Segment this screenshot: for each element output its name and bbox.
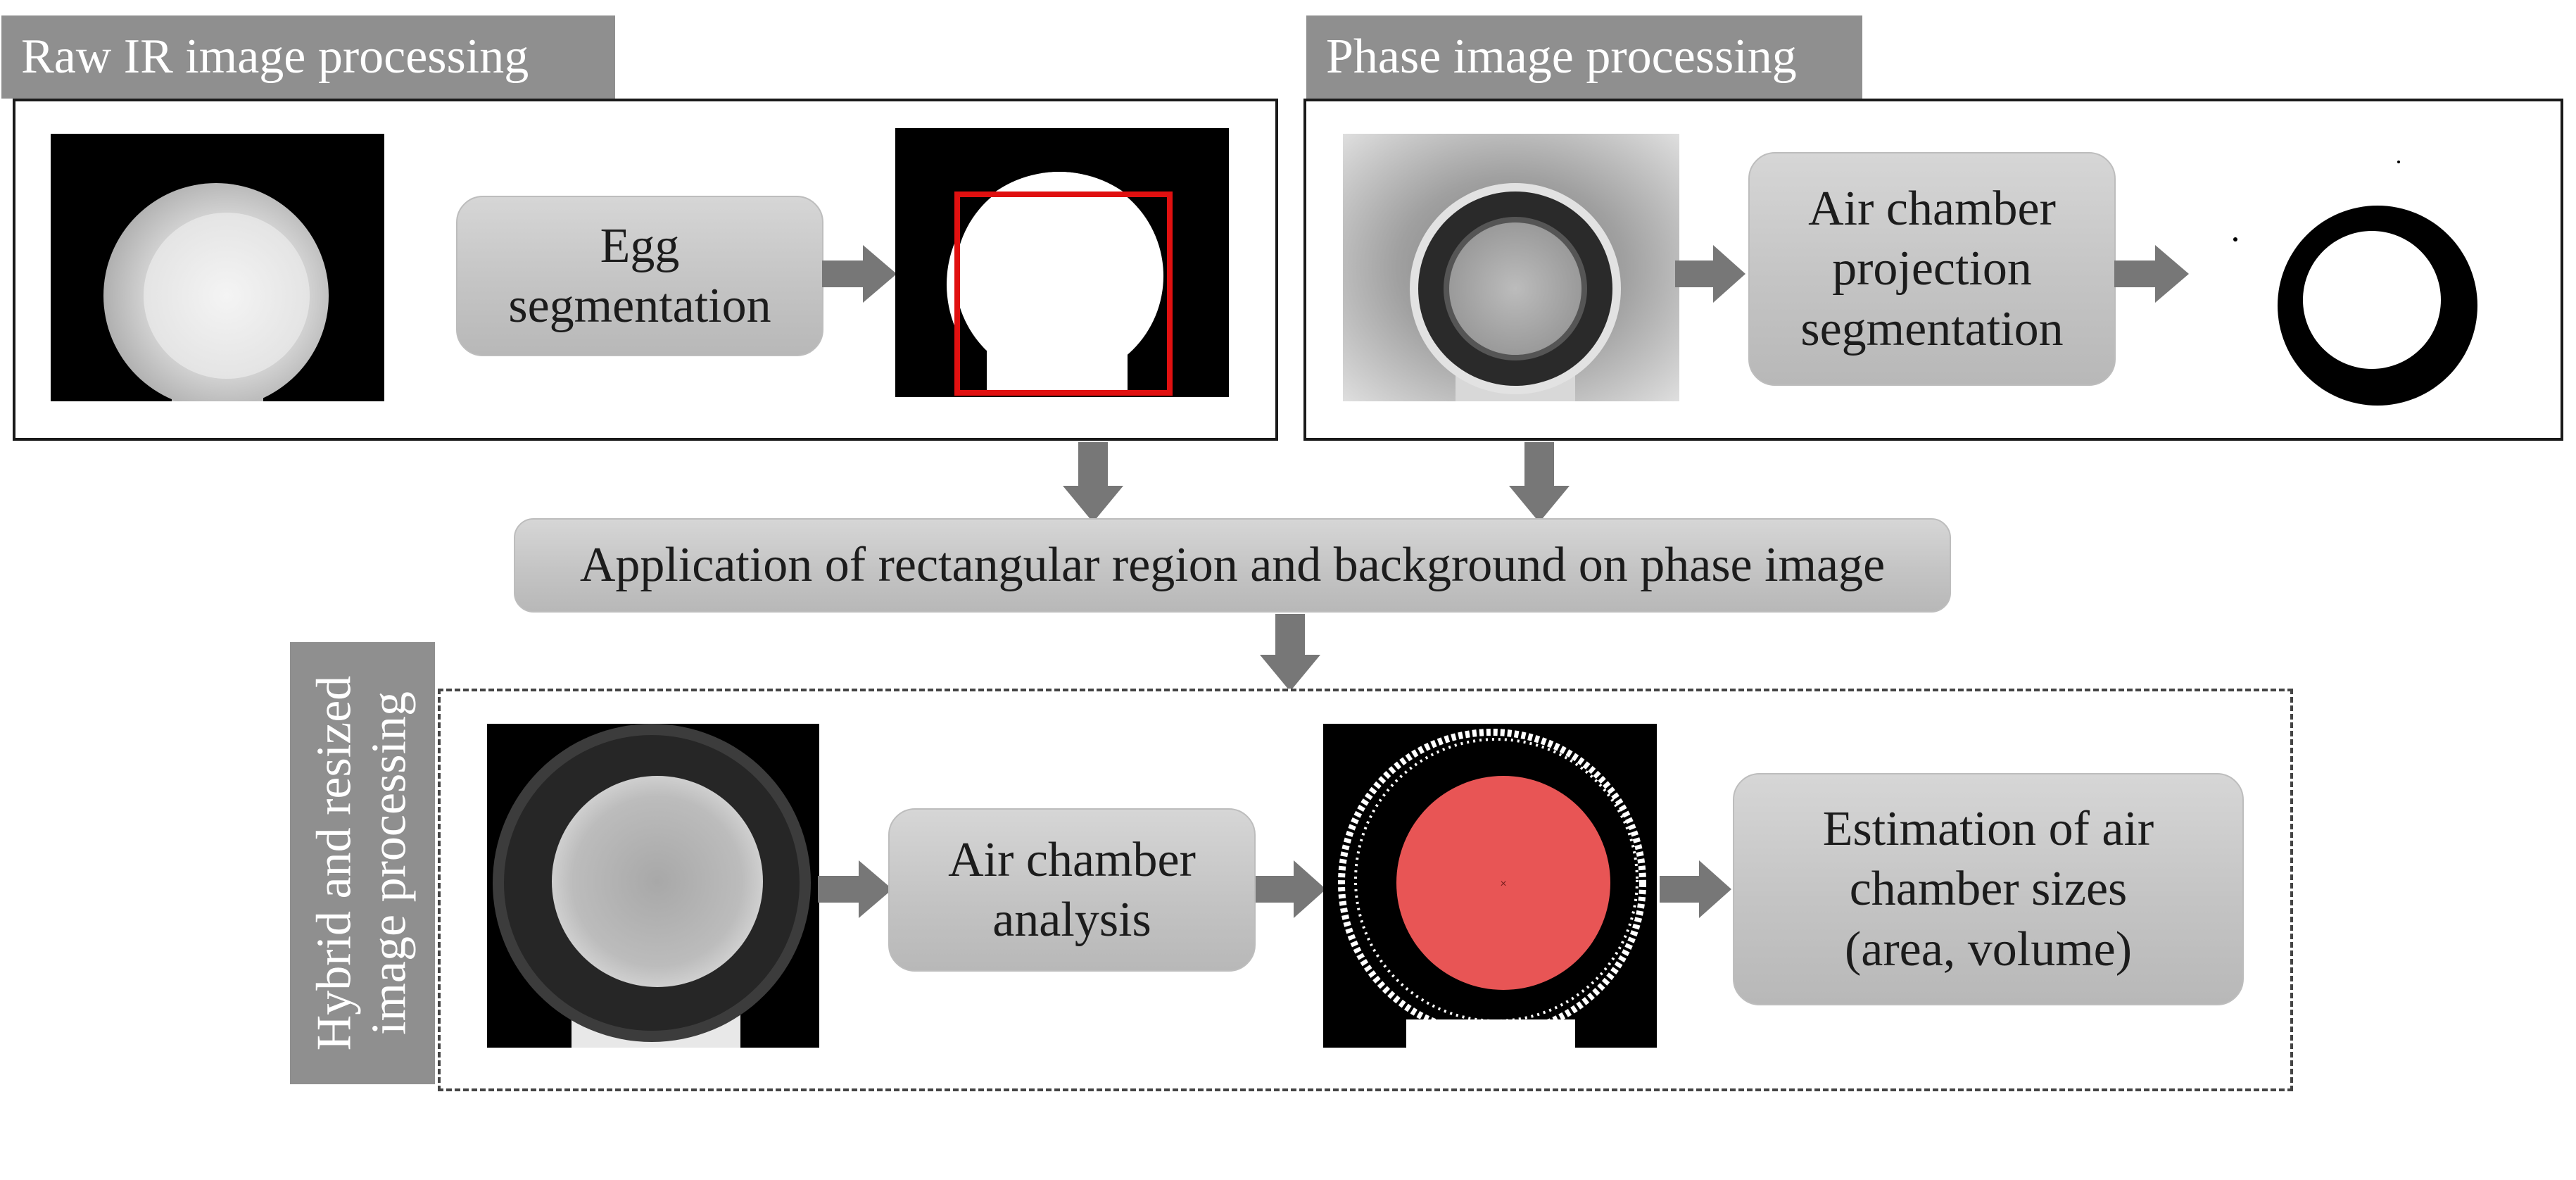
- arrow-down-icon: [1063, 442, 1123, 522]
- air-chamber-projection-segmentation-step: Air chamber projection segmentation: [1748, 152, 2116, 386]
- svg-text:×: ×: [1500, 878, 1506, 890]
- estimation-step: Estimation of air chamber sizes (area, v…: [1733, 773, 2244, 1005]
- arrow-right-icon: [822, 245, 897, 303]
- air-chamber-ring-mask-image: [2216, 134, 2525, 408]
- arrow-right-icon: [818, 860, 892, 918]
- arrow-right-icon: [1660, 860, 1731, 918]
- application-step: Application of rectangular region and ba…: [514, 518, 1951, 613]
- arrow-down-icon: [1509, 442, 1570, 522]
- air-chamber-analysis-result-image: ×: [1323, 724, 1657, 1048]
- egg-segmentation-step: Egg segmentation: [456, 196, 823, 356]
- arrow-right-icon: [1675, 245, 1745, 303]
- raw-ir-section-title: Raw IR image processing: [1, 15, 615, 99]
- arrow-right-icon: [1256, 860, 1326, 918]
- air-chamber-analysis-step: Air chamber analysis: [888, 808, 1256, 972]
- raw-ir-egg-image: [51, 134, 384, 401]
- arrow-down-icon: [1260, 614, 1320, 691]
- hybrid-section-title-text: Hybrid and resized image processing: [307, 675, 417, 1051]
- arrow-right-icon: [2114, 245, 2189, 303]
- hybrid-resized-egg-image: [487, 724, 819, 1048]
- segmented-egg-mask-image: [895, 128, 1229, 397]
- hybrid-section-title: Hybrid and resized image processing: [290, 642, 435, 1084]
- phase-egg-image: [1343, 134, 1679, 401]
- phase-section-title: Phase image processing: [1306, 15, 1862, 99]
